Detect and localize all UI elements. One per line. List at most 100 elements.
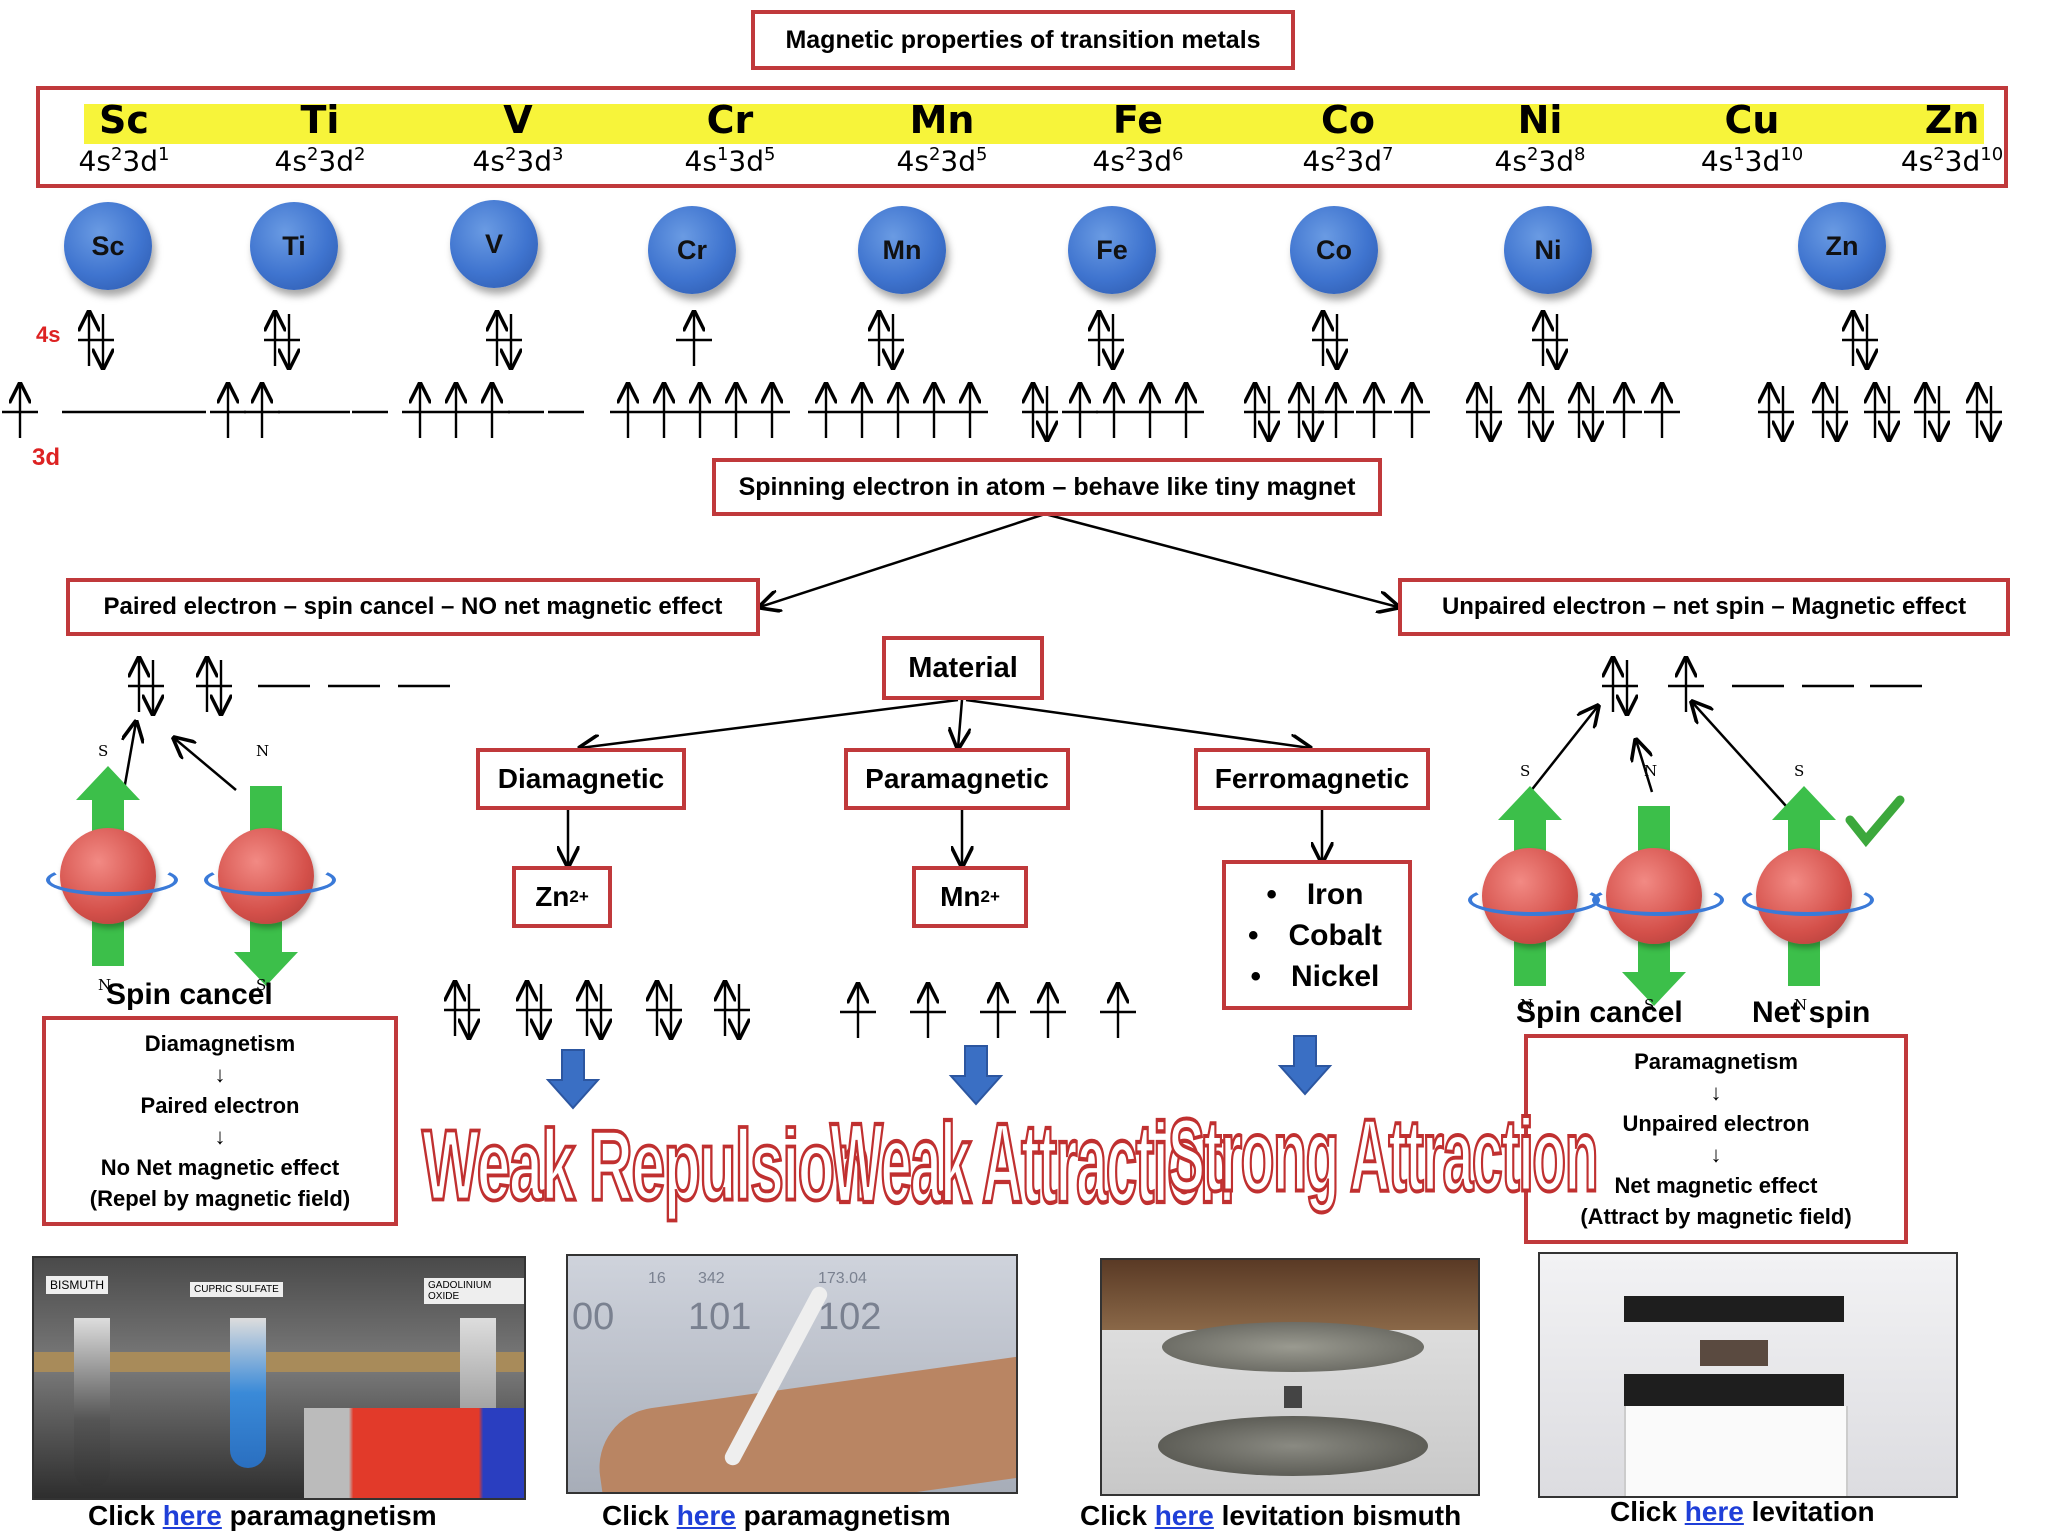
summary-line: Diamagnetism [144,1031,296,1056]
connector-spin-to-unpaired [1044,512,1398,607]
down-arrow-icon: ↓ [214,1124,226,1149]
here-link[interactable]: here [676,1500,736,1531]
element-config-ti: 4s23d2 [225,144,415,177]
magnet-red [304,1408,524,1498]
caption-suffix: paramagnetism [221,1500,437,1531]
connector-material-to-dia [580,698,959,748]
config-orbital: 4s [1494,144,1527,178]
top-block [1624,1296,1844,1322]
config-orbital: 3d [1744,144,1781,178]
paramagnetism-summary: Paramagnetism↓Unpaired electron↓Net magn… [1524,1034,1908,1244]
green-arrow-head [76,766,140,800]
config-orbital: 4s [896,144,929,178]
config-count: 6 [1172,144,1184,165]
strong-attraction-text: Strong Attraction [1167,1095,1600,1215]
element-highlight-bar [84,104,1984,144]
ferro-item: Cobalt [1248,915,1382,956]
atom-v: V [450,200,538,288]
element-symbol-sc: Sc [99,98,149,142]
caption-1: Click here paramagnetism [88,1500,437,1532]
summary-line: Net magnetic effect [1614,1173,1818,1198]
config-count: 2 [1526,144,1539,165]
label-3d: 3d [32,444,61,471]
photo-paramagnetism-tubes[interactable]: BISMUTH CUPRIC SULFATE GADOLINIUM OXIDE [32,1256,526,1500]
config-orbital: 4s [1700,144,1734,178]
unpaired-electron-text: Unpaired electron – net spin – Magnetic … [1441,593,1967,620]
paired-electron-text: Paired electron – spin cancel – NO net m… [103,593,723,620]
config-orbital: 4s [78,144,111,178]
config-count: 5 [976,144,988,165]
rod [34,1352,524,1372]
pole-label-bottom: S [256,976,267,994]
caption-prefix: Click [602,1500,677,1531]
atom-sc: Sc [64,202,152,290]
config-count: 10 [1780,144,1804,165]
caption-prefix: Click [1610,1496,1685,1527]
here-link[interactable]: here [1684,1496,1744,1527]
config-orbital: 3d [516,144,552,178]
config-orbital: 3d [318,144,354,178]
caption-suffix: paramagnetism [735,1500,951,1531]
config-count: 1 [716,144,729,165]
element-table [36,86,2008,188]
element-config-fe: 4s23d6 [1043,144,1233,177]
config-orbital: 4s [274,144,307,178]
pole-label-bottom: N [1520,996,1534,1014]
unpaired-electron-box: Unpaired electron – net spin – Magnetic … [1398,578,2010,636]
atom-zn: Zn [1798,202,1886,290]
pole-label-top: N [1644,762,1658,780]
photo-levitation[interactable] [1538,1252,1958,1498]
element-symbol-zn: Zn [1924,98,1980,142]
ferro-item: Nickel [1248,956,1382,997]
summary-line: Unpaired electron [1622,1111,1810,1136]
element-symbol-ti: Ti [300,98,340,142]
connector-spin-to-paired [760,512,1046,607]
element-config-sc: 4s23d1 [29,144,219,177]
bismuth-bottom [1158,1416,1428,1476]
caption-suffix: levitation bismuth [1213,1500,1462,1531]
floating-block [1700,1340,1768,1366]
config-count: 2 [928,144,941,165]
spin-ring [1468,884,1600,916]
green-arrow-head [1622,972,1686,1006]
config-count: 1 [1733,144,1745,165]
paramagnetic-text: Paramagnetic [865,763,1049,794]
atom-mn: Mn [858,206,946,294]
here-link[interactable]: here [1154,1500,1214,1531]
caption-prefix: Click [1080,1500,1155,1531]
spinning-electron-text: Spinning electron in atom – behave like … [738,472,1356,501]
here-link[interactable]: here [162,1500,222,1531]
atom-cr: Cr [648,206,736,294]
atom-fe: Fe [1068,206,1156,294]
photo-levitation-bismuth[interactable] [1100,1258,1480,1496]
label-4s: 4s [36,322,61,347]
ferro-list-box: IronCobaltNickel [1222,860,1412,1010]
config-count: 1 [158,144,170,165]
spin-cancel-right-label: Spin cancel [1516,996,1683,1029]
spin-ring [1742,884,1874,916]
blue-arrow-weak-attraction [948,1045,1004,1106]
config-orbital: 4s [1092,144,1125,178]
config-orbital: 3d [1538,144,1574,178]
caption-2: Click here paramagnetism [602,1500,951,1532]
config-count: 2 [1334,144,1347,165]
element-symbol-v: V [503,98,533,142]
blue-arrow-repulsion [545,1049,601,1110]
photo-paramagnetism-hand[interactable]: 00 16 342 101 173.04 102 [566,1254,1018,1494]
pole-label-top: S [1794,762,1805,780]
pole-label-top: S [98,742,109,760]
caption-3: Click here levitation bismuth [1080,1500,1461,1532]
paired-electron-box: Paired electron – spin cancel – NO net m… [66,578,760,636]
element-symbol-ni: Ni [1517,98,1563,142]
config-orbital: 4s [1900,144,1934,178]
weak-repulsion-text: Weak Repulsion [421,1107,872,1223]
summary-line: (Attract by magnetic field) [1580,1204,1852,1229]
pedestal [1624,1406,1848,1496]
config-orbital: 4s [472,144,505,178]
mn-ion-charge: 2+ [980,887,1000,906]
pole-label-top: S [1520,762,1531,780]
connector-net-magnet-right [1692,702,1787,807]
summary-line: Paramagnetism [1634,1049,1798,1074]
